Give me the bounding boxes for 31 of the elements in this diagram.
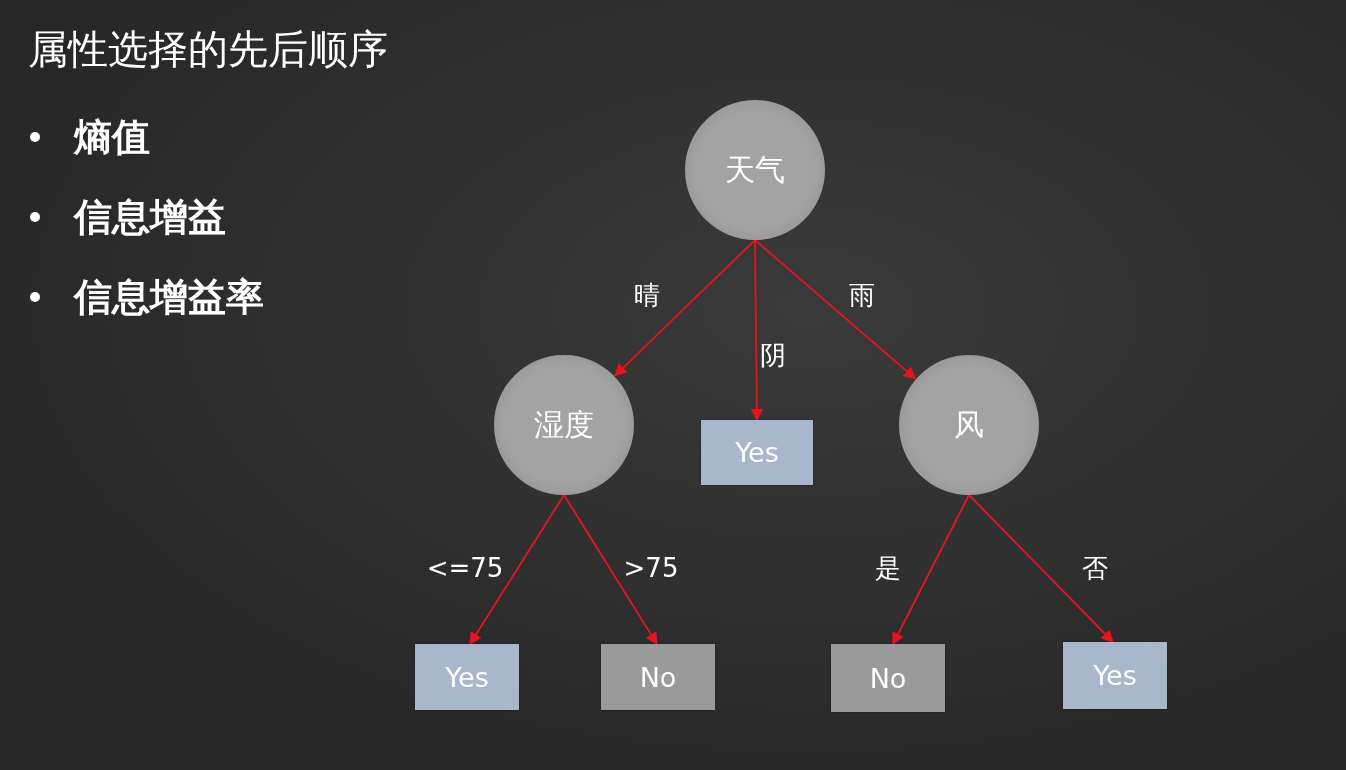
arrow <box>754 239 917 380</box>
node-label: 湿度 <box>534 405 594 444</box>
arrow <box>469 494 565 646</box>
edge-label: <=75 <box>426 553 504 583</box>
leaf-box <box>1063 642 1167 709</box>
bullet-text: 信息增益 <box>74 194 226 241</box>
edge-label: 阴 <box>760 338 786 372</box>
bullet-text: 信息增益率 <box>74 274 264 321</box>
node-label: 风 <box>954 405 984 444</box>
bullet-text: 熵值 <box>74 114 150 161</box>
edge-label: 是 <box>875 551 901 585</box>
edge-label: >75 <box>623 553 679 583</box>
arrow <box>968 494 1114 643</box>
leaf-box <box>831 644 945 712</box>
arrow <box>563 494 658 646</box>
node-label: 天气 <box>725 150 785 189</box>
leaf-box <box>701 420 813 485</box>
edge-label: 否 <box>1082 551 1108 585</box>
edge-label: 晴 <box>634 278 660 312</box>
arrow <box>892 494 970 646</box>
leaf-box <box>601 644 715 710</box>
node-label: No <box>869 662 907 694</box>
node-label: No <box>639 661 677 693</box>
node-label: Yes <box>735 437 779 468</box>
edge-label: 雨 <box>849 278 875 312</box>
arrow <box>614 239 756 377</box>
node-label: Yes <box>445 661 489 693</box>
arrow <box>750 239 764 422</box>
leaf-box <box>415 644 519 710</box>
slide-title: 属性选择的先后顺序 <box>28 25 388 74</box>
node-label: Yes <box>1093 660 1137 691</box>
